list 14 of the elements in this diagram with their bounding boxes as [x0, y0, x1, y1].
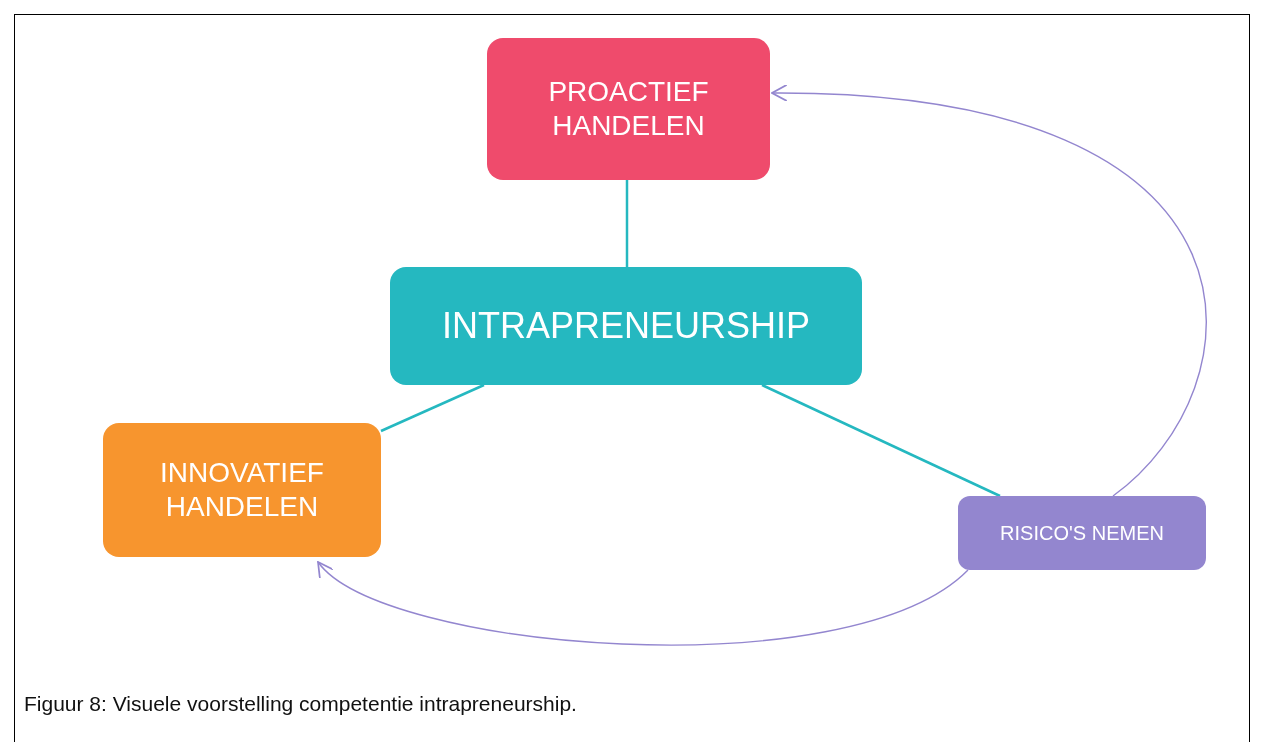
rounded-box [487, 38, 770, 180]
node-label: PROACTIEF HANDELEN [547, 75, 710, 143]
rounded-box [390, 267, 862, 385]
node-label: RISICO'S NEMEN [1000, 521, 1164, 545]
connector-line [380, 383, 485, 433]
node-label: INNOVATIEF HANDELEN [159, 456, 325, 524]
rounded-box [958, 496, 1206, 570]
curved-arrow [771, 84, 1206, 497]
curved-arrow [317, 561, 969, 646]
connector-line [761, 383, 1001, 498]
connector-line [625, 180, 629, 267]
node-label: INTRAPRENEURSHIP [441, 304, 811, 348]
rounded-box [103, 423, 381, 557]
figure-caption: Figuur 8: Visuele voorstelling competentie intrapreneurship. [24, 692, 577, 716]
